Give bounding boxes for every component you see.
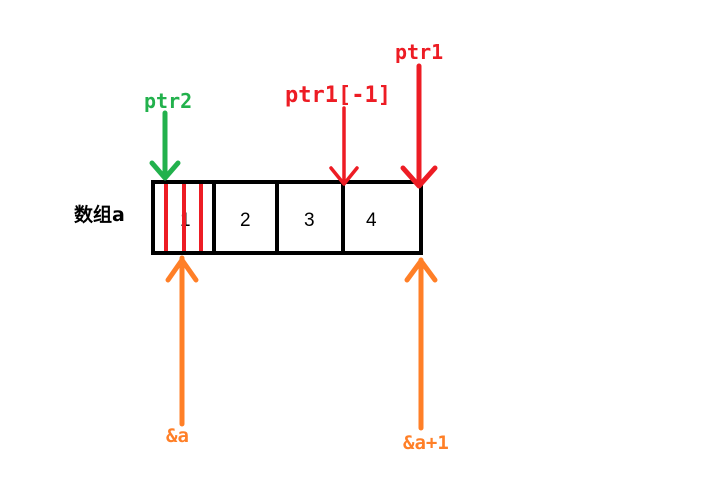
cell-3-value: 3 xyxy=(304,210,315,231)
addr-a-plus-1-arrow xyxy=(404,257,438,431)
array-name-label: 数组a xyxy=(74,203,125,226)
ptr1-arrow xyxy=(400,63,438,189)
addr-a-plus-1-label: &a+1 xyxy=(403,432,449,454)
addr-a-arrow xyxy=(165,255,199,427)
ptr1-label: ptr1 xyxy=(395,40,443,64)
array-box xyxy=(151,180,423,255)
cell-4-value: 4 xyxy=(366,210,377,231)
array-outline xyxy=(151,180,423,255)
cell-2-value: 2 xyxy=(240,210,251,231)
ptr2-arrow xyxy=(149,110,181,181)
ptr2-label: ptr2 xyxy=(144,89,192,113)
first-cell-red-marks xyxy=(164,184,203,251)
addr-a-label: &a xyxy=(166,425,189,447)
ptr1-index-label: ptr1[-1] xyxy=(285,83,391,108)
ptr1-index-arrow xyxy=(329,106,359,186)
